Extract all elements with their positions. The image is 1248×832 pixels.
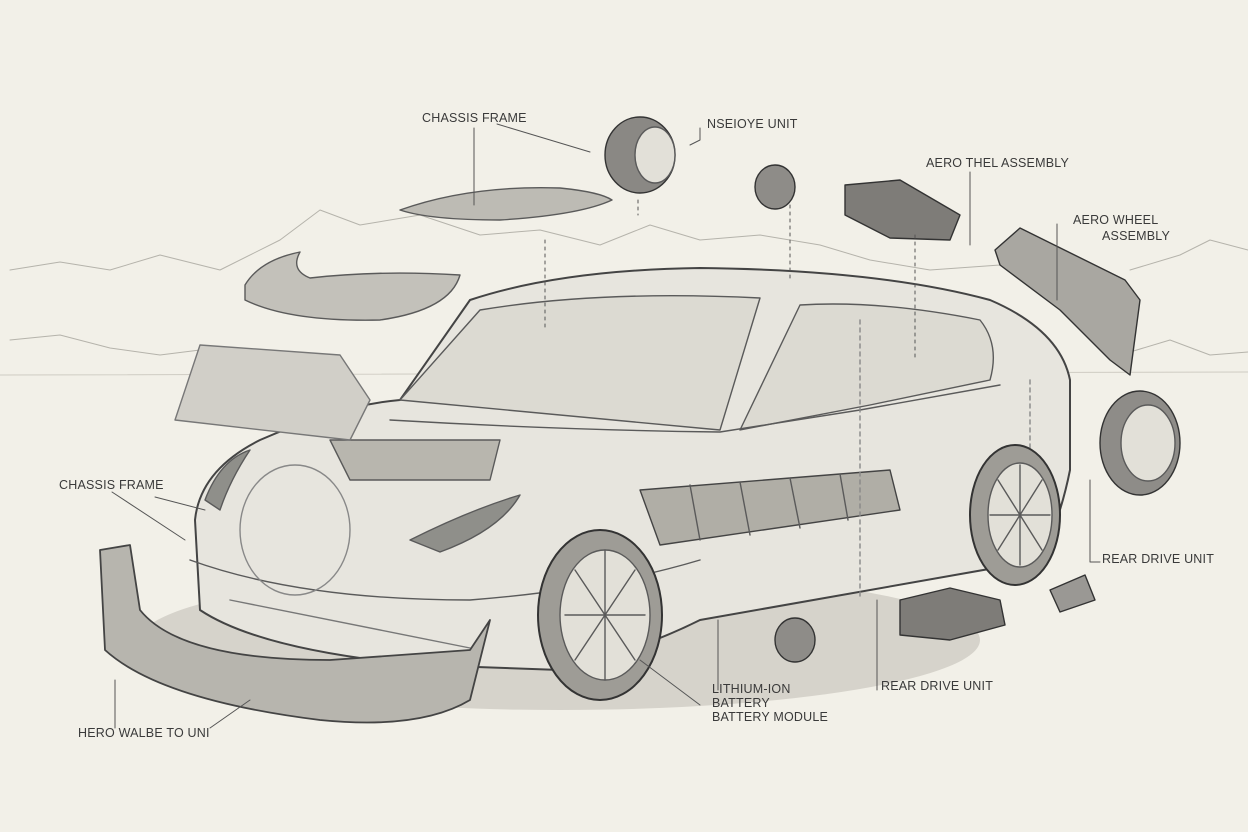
rear-wheel [969, 444, 1061, 586]
trunk-panel [244, 251, 461, 321]
drive-unit-part [899, 587, 1006, 641]
label-rear-drive-unit-bottom: REAR DRIVE UNIT [881, 679, 994, 693]
small-motor-part [774, 617, 816, 663]
spare-wheel [1099, 390, 1181, 496]
label-hero-walbe: HERO WALBE TO UNI [78, 726, 210, 740]
label-assembly: ASSEMBLY [1102, 229, 1171, 243]
inverter-part [844, 179, 961, 241]
label-aero-wheel: AERO WHEEL [1073, 213, 1159, 227]
motor-part [754, 164, 796, 210]
windshield-panel [174, 344, 371, 441]
label-rear-drive-unit-right: REAR DRIVE UNIT [1102, 552, 1215, 566]
tire-part [604, 116, 676, 194]
ghost-wheel [239, 464, 351, 596]
cylinder-part [1049, 574, 1096, 613]
label-battery-module: BATTERY MODULE [712, 710, 829, 724]
leader-lines [111, 123, 1101, 729]
front-wheel [537, 529, 663, 701]
label-lithium-ion: LITHIUM-ION [712, 682, 791, 696]
label-nseioye-unit: NSEIOYE UNIT [707, 117, 798, 131]
rear-fascia-part [994, 227, 1141, 376]
hood-panel [399, 187, 613, 221]
label-battery: BATTERY [712, 696, 770, 710]
label-chassis-frame-top: CHASSIS FRAME [422, 111, 527, 125]
front-bumper [99, 544, 491, 724]
label-chassis-frame-left: CHASSIS FRAME [59, 478, 164, 492]
car-body [189, 267, 1071, 671]
label-aero-thel-assembly: AERO THEL ASSEMBLY [926, 156, 1070, 170]
